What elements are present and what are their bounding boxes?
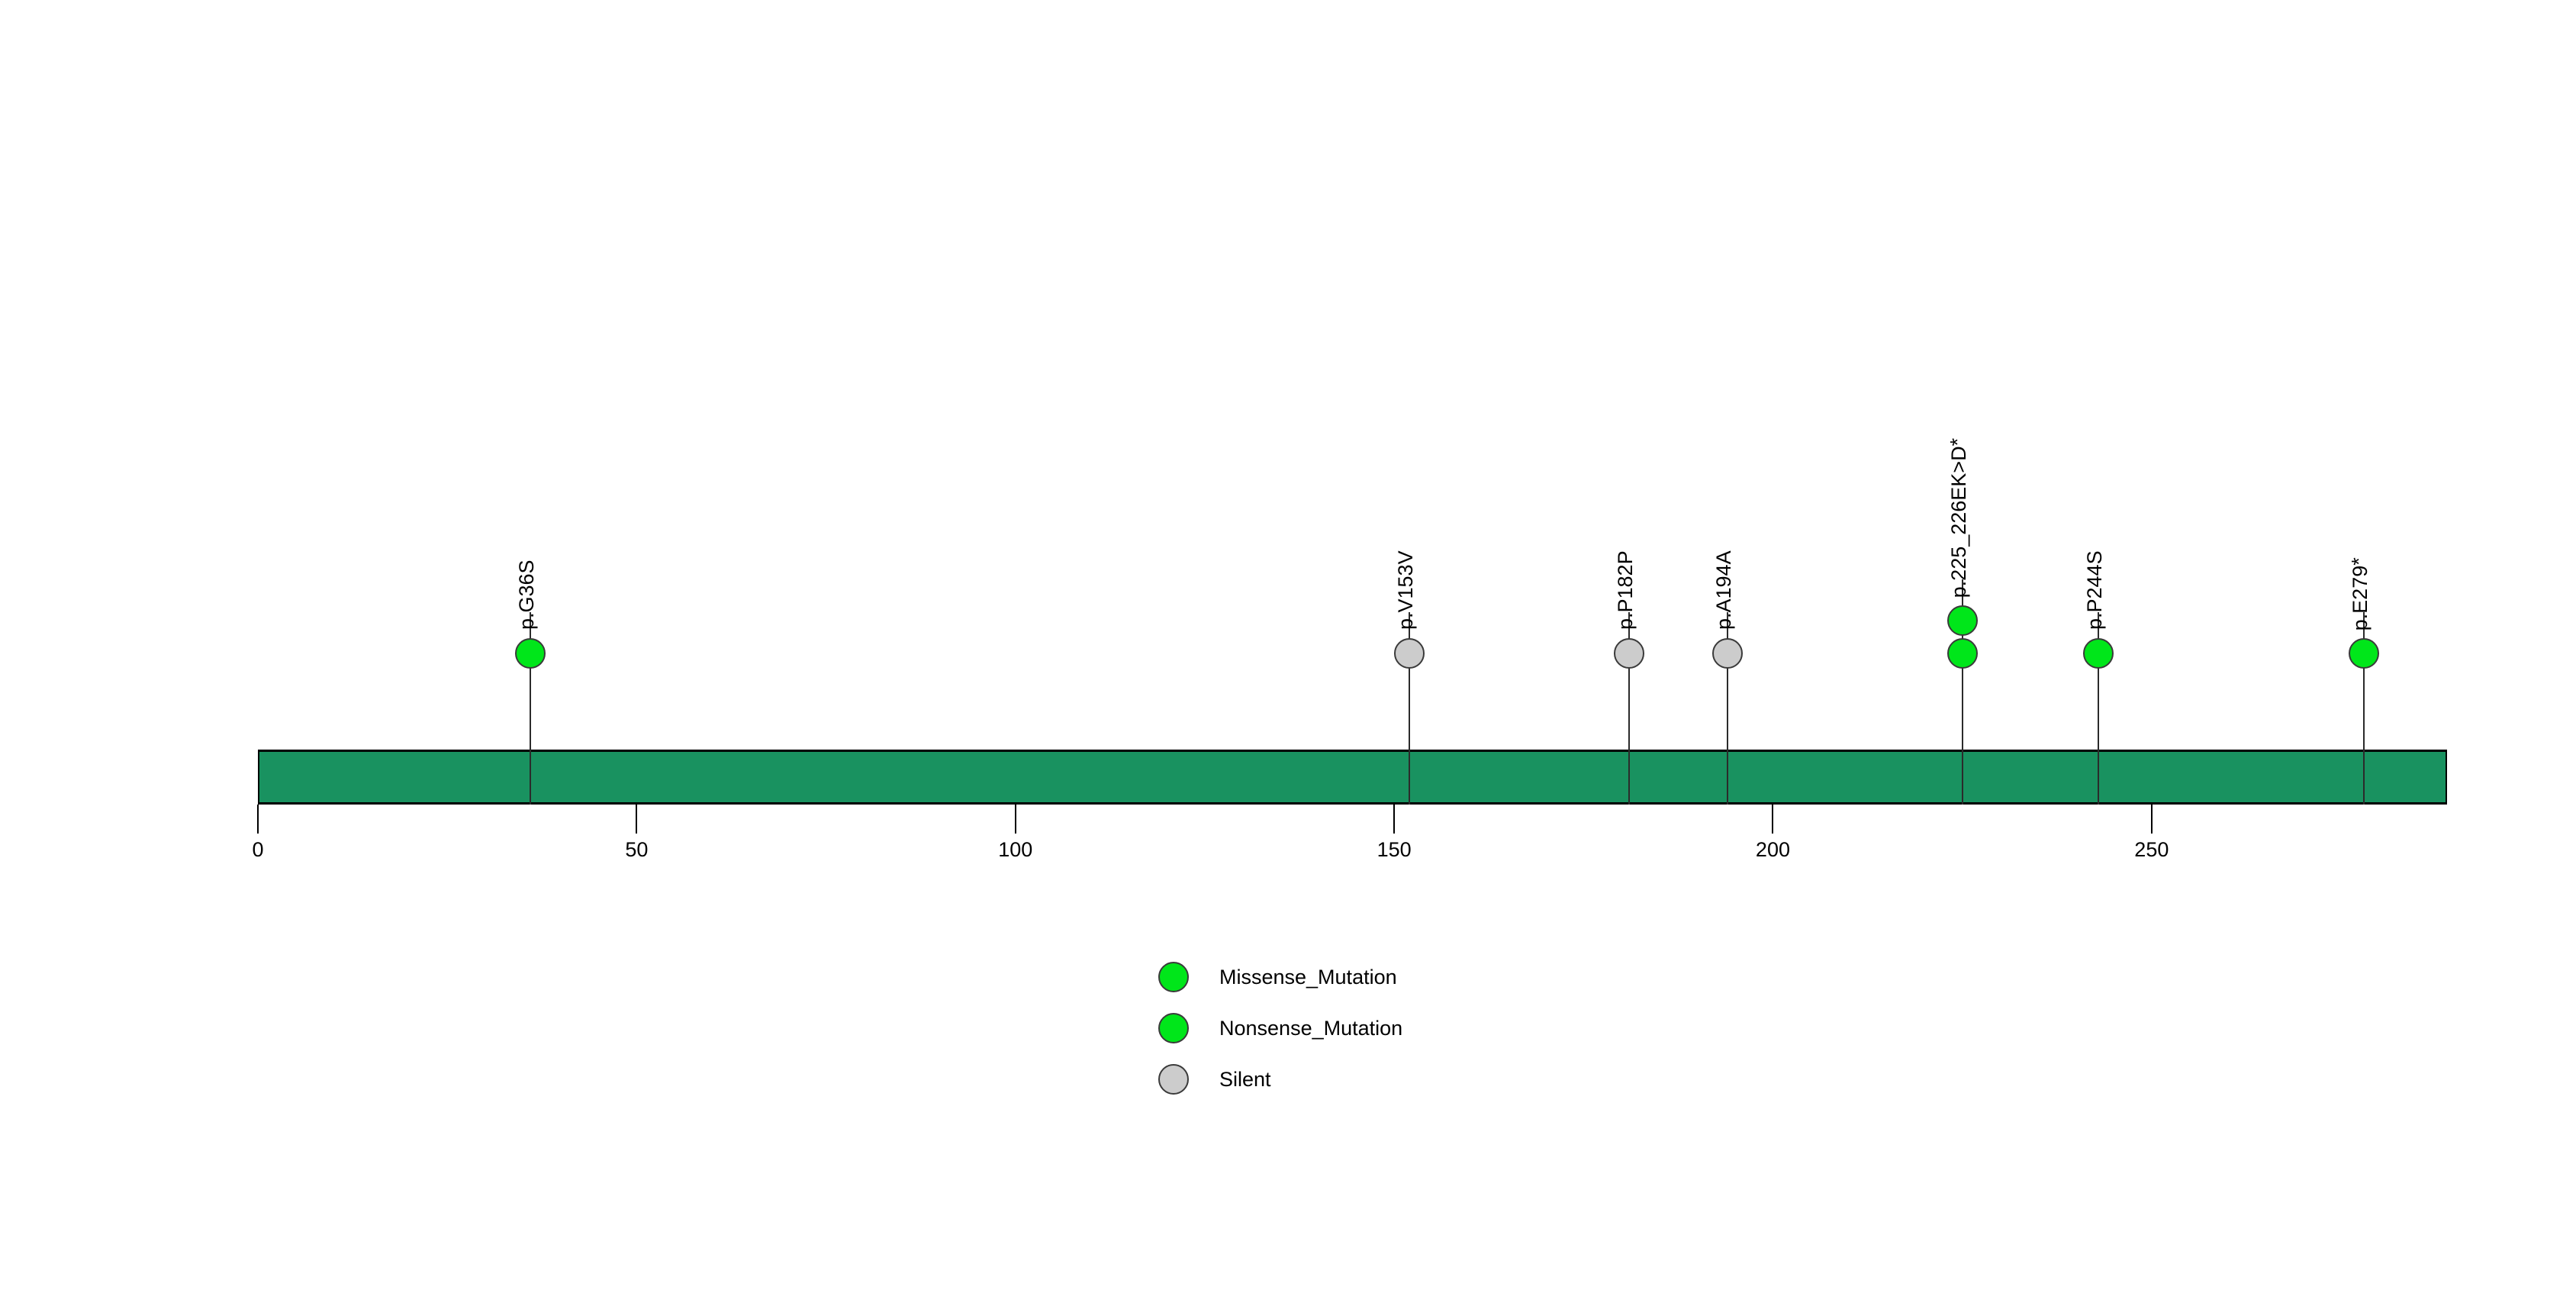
legend-color-swatch (1158, 1013, 1189, 1043)
lollipop-head[interactable] (1711, 638, 1743, 669)
lollipop-head[interactable] (515, 638, 546, 669)
lollipop-stem (530, 612, 532, 805)
lollipop-head[interactable] (1613, 638, 1644, 669)
lollipop-stem (1408, 612, 1410, 805)
lollipop-stem (1961, 579, 1963, 805)
stop-codon-asterisk: * (2347, 557, 2371, 566)
legend-color-swatch (1158, 1064, 1189, 1095)
mutation-label: p.A194A (1711, 550, 1735, 630)
legend-label: Nonsense_Mutation (1219, 1017, 1403, 1040)
legend-label: Missense_Mutation (1219, 966, 1397, 988)
mutation-label: p.E279* (2347, 557, 2372, 631)
stop-codon-asterisk: * (1946, 437, 1969, 447)
lollipop-head[interactable] (1946, 638, 1978, 669)
lollipop-stem (2098, 612, 2100, 805)
mutation-label: p.P244S (2083, 550, 2107, 630)
mutation-label: p.225_226EK>D* (1946, 437, 1970, 598)
mutation-label: p.P182P (1613, 550, 1637, 630)
legend-color-swatch (1158, 962, 1189, 992)
legend-label: Silent (1219, 1068, 1271, 1091)
lollipop-stem (1726, 612, 1728, 805)
lollipop-head[interactable] (2348, 638, 2379, 669)
mutation-label: p.V153V (1393, 550, 1417, 630)
lollipop-head[interactable] (2083, 638, 2114, 669)
mutation-label: p.G36S (515, 560, 539, 630)
protein-backbone-bar (258, 750, 2447, 805)
lollipop-head[interactable] (1393, 638, 1425, 669)
lollipop-stem (1628, 612, 1630, 805)
lollipop-stem (2362, 612, 2365, 805)
lollipop-head[interactable] (1946, 605, 1978, 636)
